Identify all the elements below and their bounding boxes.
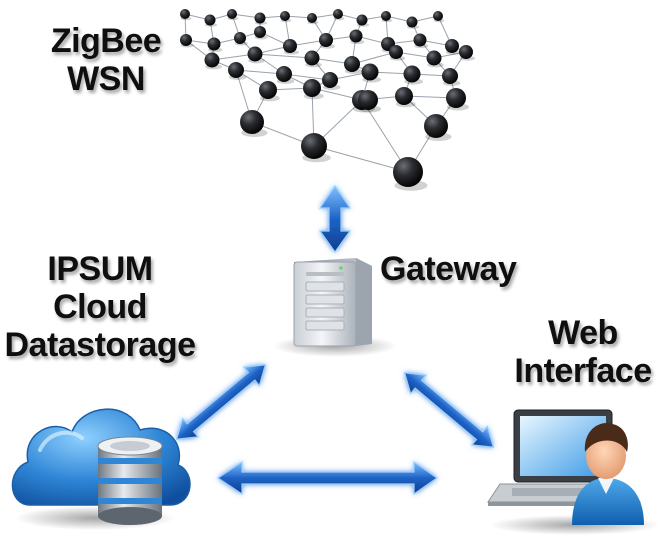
web-interface-label: Web Interface [498, 314, 666, 390]
ipsum-label-line3: Datastorage [4, 326, 196, 364]
ipsum-label-line1: IPSUM [47, 250, 153, 288]
network-node [442, 68, 458, 84]
network-node [280, 11, 290, 21]
network-node [389, 45, 403, 59]
network-node [303, 79, 321, 97]
cloud-database-icon [11, 408, 191, 530]
network-node [406, 16, 418, 28]
network-node [319, 33, 333, 47]
network-node [247, 46, 263, 62]
network-node [433, 11, 443, 21]
user-avatar [572, 423, 644, 525]
network-node [204, 14, 216, 26]
database-cylinder [97, 436, 163, 525]
network-node [227, 9, 237, 19]
network-node [228, 62, 244, 78]
network-node [307, 13, 317, 23]
network-node [403, 65, 421, 83]
network-node [459, 45, 473, 59]
network-link [254, 53, 313, 59]
network-node [204, 52, 220, 68]
network-node [180, 9, 190, 19]
network-node [234, 32, 246, 44]
network-node [333, 9, 343, 19]
network-node [349, 29, 363, 43]
web-label-line2: Interface [514, 352, 652, 390]
zigbee-label: ZigBee WSN [40, 22, 172, 98]
network-node [254, 12, 266, 24]
network-node [381, 11, 391, 21]
arrow-gateway-web [403, 372, 495, 448]
ipsum-label-line2: Cloud [53, 288, 147, 326]
network-node [395, 87, 413, 105]
network-node [240, 110, 264, 134]
server-icon [273, 258, 397, 357]
network-link [313, 145, 409, 173]
laptop-user-icon [487, 409, 660, 535]
zigbee-label-line1: ZigBee [50, 22, 162, 60]
network-node [283, 39, 297, 53]
network-node [356, 14, 368, 26]
network-node [301, 133, 327, 159]
web-label-line1: Web [548, 314, 618, 352]
network-node [207, 37, 221, 51]
gateway-label: Gateway [380, 250, 517, 288]
network-node [358, 90, 378, 110]
network-node [254, 26, 266, 38]
network-node [446, 88, 466, 108]
network-node [180, 34, 192, 46]
arrow-cloud-web [216, 460, 439, 496]
network-node [322, 72, 338, 88]
network-node [259, 81, 277, 99]
arrow-gateway-cloud [175, 364, 267, 440]
network-node [304, 50, 320, 66]
network-node [413, 33, 427, 47]
wireless-sensor-network-icon [180, 9, 476, 191]
network-node [361, 63, 379, 81]
network-node [424, 114, 448, 138]
zigbee-label-line2: WSN [67, 60, 145, 98]
network-node [276, 66, 292, 82]
ipsum-cloud-label: IPSUM Cloud Datastorage [0, 250, 200, 364]
network-node [344, 56, 360, 72]
network-node [426, 50, 442, 66]
arrow-network-gateway [318, 184, 352, 254]
network-link [235, 69, 285, 75]
network-node [445, 39, 459, 53]
network-node [393, 157, 423, 187]
